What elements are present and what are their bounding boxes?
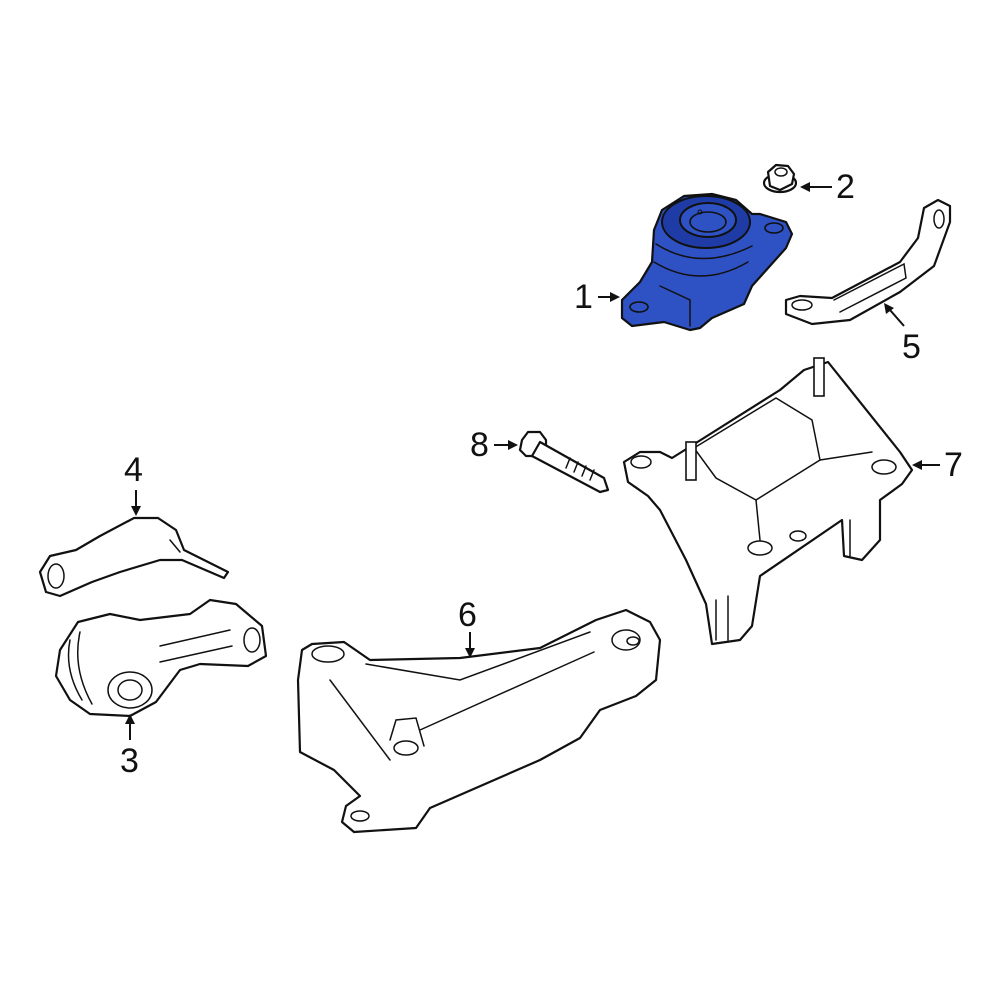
part-1-mount[interactable] — [620, 192, 794, 332]
callout-3[interactable]: 3 — [120, 742, 139, 780]
part-3-strut-mount[interactable] — [54, 598, 268, 718]
callout-5[interactable]: 5 — [902, 328, 921, 366]
callout-4[interactable]: 4 — [124, 451, 143, 489]
callout-1[interactable]: 1 — [574, 278, 593, 316]
part-4-bracket[interactable] — [38, 516, 230, 598]
callout-8[interactable]: 8 — [470, 426, 489, 464]
part-6-bracket[interactable] — [296, 608, 662, 834]
leader-arrows — [125, 182, 940, 740]
part-8-bolt[interactable] — [518, 430, 610, 494]
callout-2[interactable]: 2 — [836, 168, 855, 206]
callout-6[interactable]: 6 — [458, 596, 477, 634]
part-2-nut[interactable] — [762, 163, 798, 194]
part-7-bracket[interactable] — [622, 357, 914, 646]
callout-7[interactable]: 7 — [944, 446, 963, 484]
part-5-bracket[interactable] — [784, 198, 952, 326]
